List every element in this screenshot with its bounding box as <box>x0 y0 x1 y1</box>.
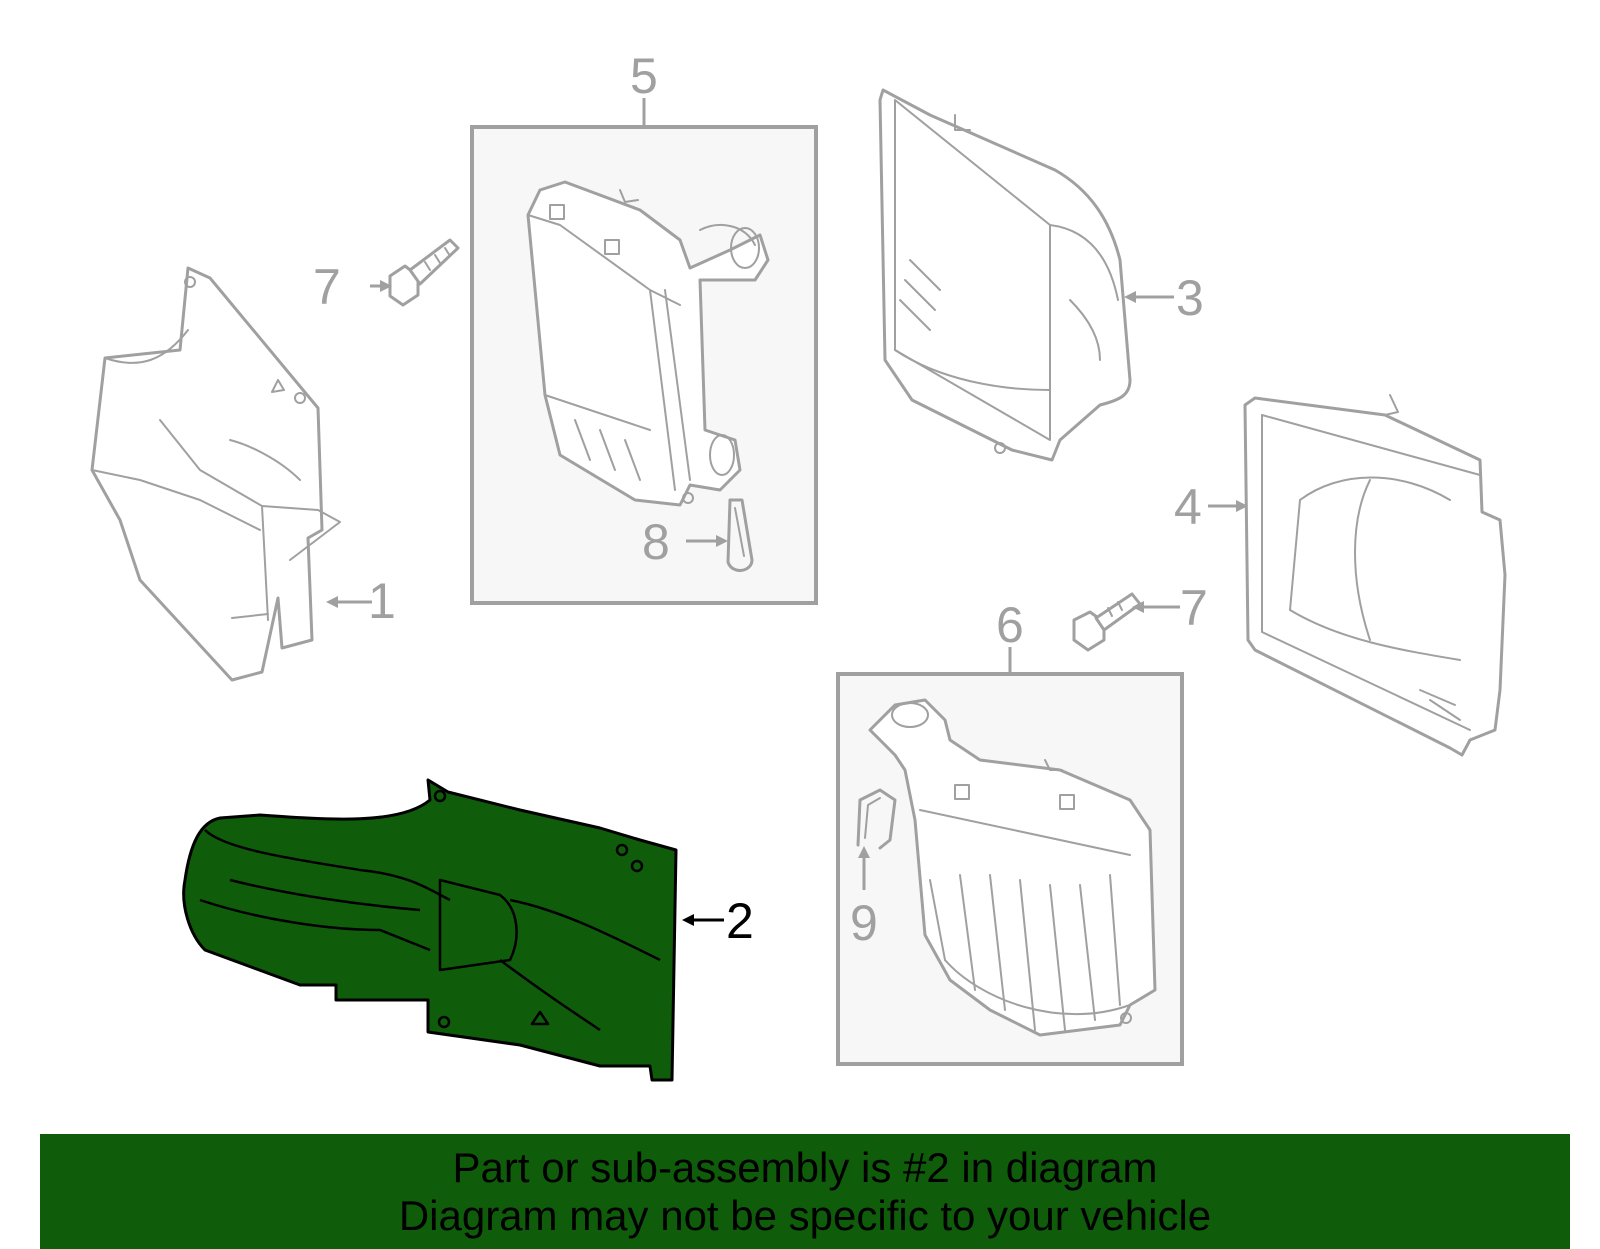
callout-9: 9 <box>850 895 878 951</box>
callout-1: 1 <box>368 573 396 629</box>
callout-arrows <box>326 280 1248 926</box>
part-6-intercooler <box>868 698 1157 1037</box>
callout-4: 4 <box>1174 479 1202 535</box>
callout-2: 2 <box>726 893 754 949</box>
part-2-intercooler-duct-highlighted <box>182 778 678 1082</box>
callout-7-upper: 7 <box>313 259 341 315</box>
callout-3: 3 <box>1176 270 1204 326</box>
part-9-clip <box>856 788 897 850</box>
part-1-air-duct <box>90 266 341 682</box>
info-banner: Part or sub-assembly is #2 in diagram Di… <box>40 1134 1570 1249</box>
part-4-shroud <box>1243 394 1507 757</box>
callout-7-lower: 7 <box>1180 580 1208 636</box>
banner-line-1: Part or sub-assembly is #2 in diagram <box>452 1144 1158 1191</box>
part-7-bolt-lower <box>1072 592 1142 652</box>
callout-6: 6 <box>996 597 1024 653</box>
part-8-clip <box>726 498 754 572</box>
part-3-shroud <box>878 88 1132 462</box>
callout-8: 8 <box>642 514 670 570</box>
callout-5: 5 <box>630 48 658 104</box>
part-5-intercooler <box>526 180 770 507</box>
banner-line-2: Diagram may not be specific to your vehi… <box>398 1192 1212 1239</box>
part-7-bolt-upper <box>388 238 460 307</box>
